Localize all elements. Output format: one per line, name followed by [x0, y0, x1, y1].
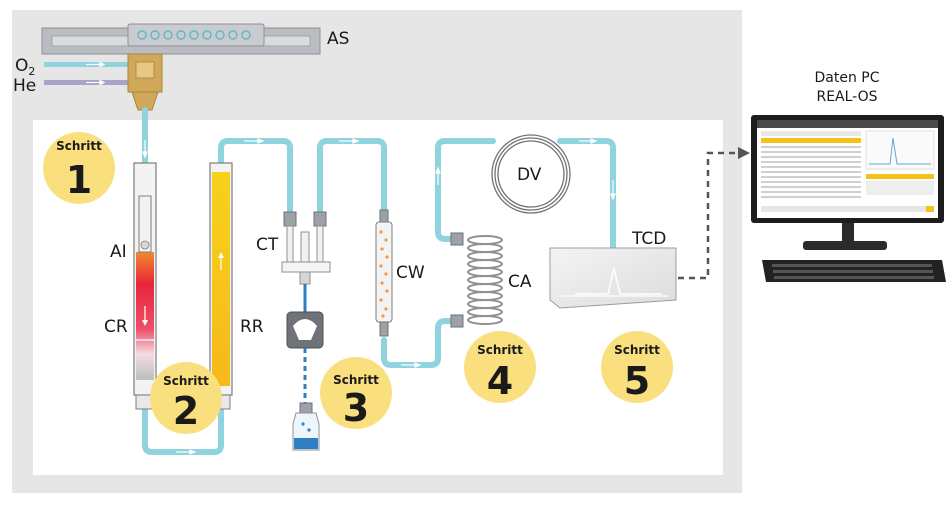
pc-title-line1: Daten PC: [814, 70, 879, 86]
combustion-reactor: [133, 162, 157, 410]
svg-text:Schritt: Schritt: [477, 343, 523, 357]
sample-valve: [127, 53, 163, 111]
condensation-trap: [281, 211, 331, 312]
autosampler: [41, 23, 321, 55]
helium-label: He: [13, 76, 36, 96]
chemical-water-trap: [375, 209, 393, 337]
pc-monitor: [751, 115, 944, 223]
pc-stand: [803, 223, 887, 250]
column-coil: [450, 232, 503, 328]
step-2: Schritt 2: [150, 362, 222, 434]
water-trap-label: CW: [396, 263, 425, 283]
oxygen-label: O2: [15, 56, 35, 78]
autosampler-label: AS: [327, 29, 349, 49]
svg-text:Schritt: Schritt: [614, 343, 660, 357]
data-connection-arrow: [738, 147, 750, 159]
dv-coil: [491, 134, 571, 214]
tcd-detector: [549, 247, 677, 309]
gas-flow-arrows: [86, 61, 106, 86]
combustion-reactor-label: CR: [104, 317, 128, 337]
svg-text:1: 1: [66, 158, 92, 202]
condensation-trap-label: CT: [256, 235, 279, 255]
pc-keyboard: [762, 260, 946, 282]
ash-insert-label: AI: [110, 242, 127, 262]
svg-text:Schritt: Schritt: [163, 374, 209, 388]
waste-bottle: [292, 402, 320, 451]
svg-text:Schritt: Schritt: [56, 139, 102, 153]
step-5: Schritt 5: [601, 331, 673, 403]
step-4: Schritt 4: [464, 331, 536, 403]
svg-text:Schritt: Schritt: [333, 373, 379, 387]
reduction-reactor: [209, 162, 233, 410]
svg-text:3: 3: [343, 386, 369, 430]
reduction-reactor-label: RR: [240, 317, 264, 337]
step-1: Schritt 1: [43, 132, 115, 204]
column-label: CA: [508, 272, 532, 292]
tcd-label: TCD: [631, 229, 666, 249]
pc-title-line2: REAL-OS: [816, 89, 877, 105]
data-connection: [678, 151, 738, 280]
flow-arrows: [142, 138, 616, 455]
step-3: Schritt 3: [320, 357, 392, 430]
svg-text:4: 4: [487, 359, 513, 403]
svg-text:2: 2: [173, 389, 199, 433]
pump: [286, 311, 324, 404]
svg-text:5: 5: [624, 359, 650, 403]
dv-label: DV: [517, 165, 542, 185]
